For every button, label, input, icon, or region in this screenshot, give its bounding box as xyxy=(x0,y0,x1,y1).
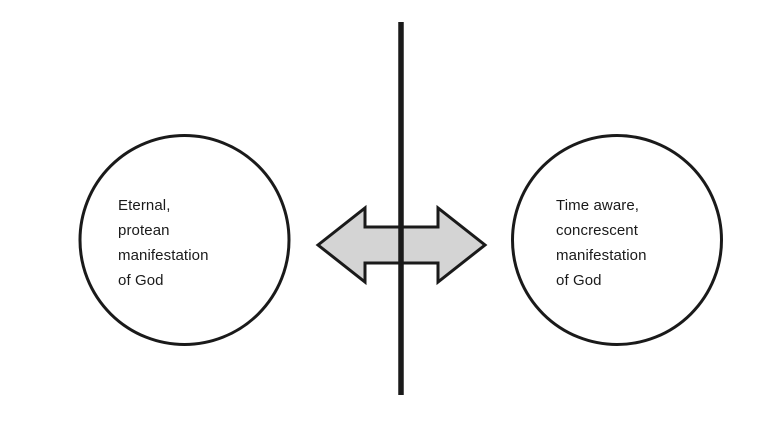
left-circle-label: Eternal, protean manifestation of God xyxy=(118,197,209,289)
right-circle-shape[interactable] xyxy=(511,134,723,346)
right-circle-label: Time aware, concrescent manifestation of… xyxy=(556,197,647,289)
left-circle-shape[interactable] xyxy=(78,134,291,346)
